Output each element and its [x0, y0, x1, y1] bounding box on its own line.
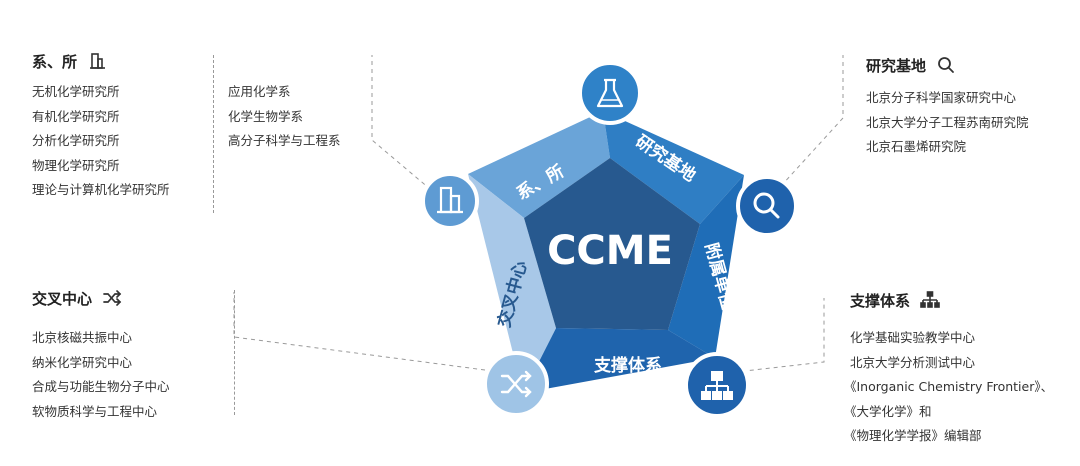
cross-heading: 交叉中心: [32, 287, 170, 309]
list-item[interactable]: 分析化学研究所: [32, 133, 120, 149]
list-item[interactable]: 应用化学系: [228, 84, 291, 99]
cross-divider: [234, 290, 235, 415]
list-item[interactable]: 有机化学研究所: [32, 108, 120, 124]
building-icon: [437, 186, 463, 214]
departments-title: 系、所: [32, 52, 78, 71]
shuffle-icon: [103, 290, 122, 306]
center-label: CCME: [547, 228, 673, 274]
segment-bottom: [523, 328, 715, 393]
node-hierarchy[interactable]: [684, 352, 750, 418]
list-item[interactable]: 北京石墨烯研究院: [866, 139, 967, 155]
list-item[interactable]: 《物理化学学报》编辑部: [844, 428, 982, 444]
support-heading: 支撑体系: [850, 289, 1053, 311]
list-item[interactable]: 化学基础实验教学中心: [850, 330, 976, 345]
list-item[interactable]: 无机化学研究所: [32, 84, 120, 99]
node-building[interactable]: [421, 172, 479, 230]
list-item[interactable]: 物理化学研究所: [32, 157, 120, 173]
search-icon: [753, 192, 780, 219]
support-title: 支撑体系: [850, 291, 911, 310]
departments-block: 系、所 无机化学研究所 有机化学研究所 分析化学研究所 物理化学研究所 理论与计…: [32, 50, 170, 203]
segment-top-left: [468, 111, 610, 218]
list-item[interactable]: 北京大学分析测试中心: [850, 354, 976, 370]
research-title: 研究基地: [866, 56, 927, 75]
hierarchy-icon: [920, 291, 940, 308]
list-item[interactable]: 理论与计算机化学研究所: [32, 182, 170, 198]
list-item[interactable]: 合成与功能生物分子中心: [32, 379, 170, 395]
center-pentagon: [524, 158, 700, 330]
node-flask[interactable]: [578, 61, 642, 125]
cross-list: 北京核磁共振中心 纳米化学研究中心 合成与功能生物分子中心 软物质科学与工程中心: [32, 326, 170, 424]
list-item[interactable]: 北京分子科学国家研究中心: [866, 90, 1017, 105]
connector-cross: [233, 292, 486, 371]
research-heading: 研究基地: [866, 54, 1029, 76]
node-search[interactable]: [736, 175, 798, 237]
building-icon: [90, 53, 106, 69]
departments-list-2: 应用化学系 化学生物学系 高分子科学与工程系: [228, 80, 341, 154]
list-item[interactable]: 软物质科学与工程中心: [32, 403, 158, 419]
segment-left: [468, 174, 556, 393]
research-block: 研究基地 北京分子科学国家研究中心 北京大学分子工程苏南研究院 北京石墨烯研究院: [866, 54, 1029, 160]
cross-block: 交叉中心 北京核磁共振中心 纳米化学研究中心 合成与功能生物分子中心 软物质科学…: [32, 287, 170, 424]
search-icon: [938, 57, 954, 73]
node-shuffle[interactable]: [483, 351, 549, 417]
departments-heading: 系、所: [32, 50, 170, 72]
segment-right: [668, 175, 744, 358]
support-block: 支撑体系 化学基础实验教学中心 北京大学分析测试中心 《Inorganic Ch…: [844, 289, 1053, 449]
list-item[interactable]: 北京大学分子工程苏南研究院: [866, 114, 1029, 130]
list-item[interactable]: 高分子科学与工程系: [228, 133, 341, 149]
list-item[interactable]: 纳米化学研究中心: [32, 354, 133, 370]
support-list: 化学基础实验教学中心 北京大学分析测试中心 《Inorganic Chemist…: [844, 326, 1053, 449]
list-item[interactable]: 《Inorganic Chemistry Frontier》、: [844, 379, 1054, 395]
departments-divider: [213, 55, 214, 213]
departments-list-1: 无机化学研究所 有机化学研究所 分析化学研究所 物理化学研究所 理论与计算机化学…: [32, 80, 170, 203]
connector-research: [780, 55, 844, 187]
list-item[interactable]: 《大学化学》和: [844, 403, 932, 419]
hierarchy-icon: [701, 371, 733, 400]
flask-icon: [596, 78, 624, 108]
segment-label-support: 支撑体系: [594, 355, 662, 376]
departments-col2: 应用化学系 化学生物学系 高分子科学与工程系: [228, 80, 341, 154]
segment-top-right: [603, 111, 744, 224]
cross-title: 交叉中心: [32, 289, 93, 308]
research-list: 北京分子科学国家研究中心 北京大学分子工程苏南研究院 北京石墨烯研究院: [866, 86, 1029, 160]
list-item[interactable]: 北京核磁共振中心: [32, 330, 133, 345]
shuffle-icon: [500, 370, 532, 398]
connector-support: [717, 298, 825, 375]
list-item[interactable]: 化学生物学系: [228, 108, 304, 124]
